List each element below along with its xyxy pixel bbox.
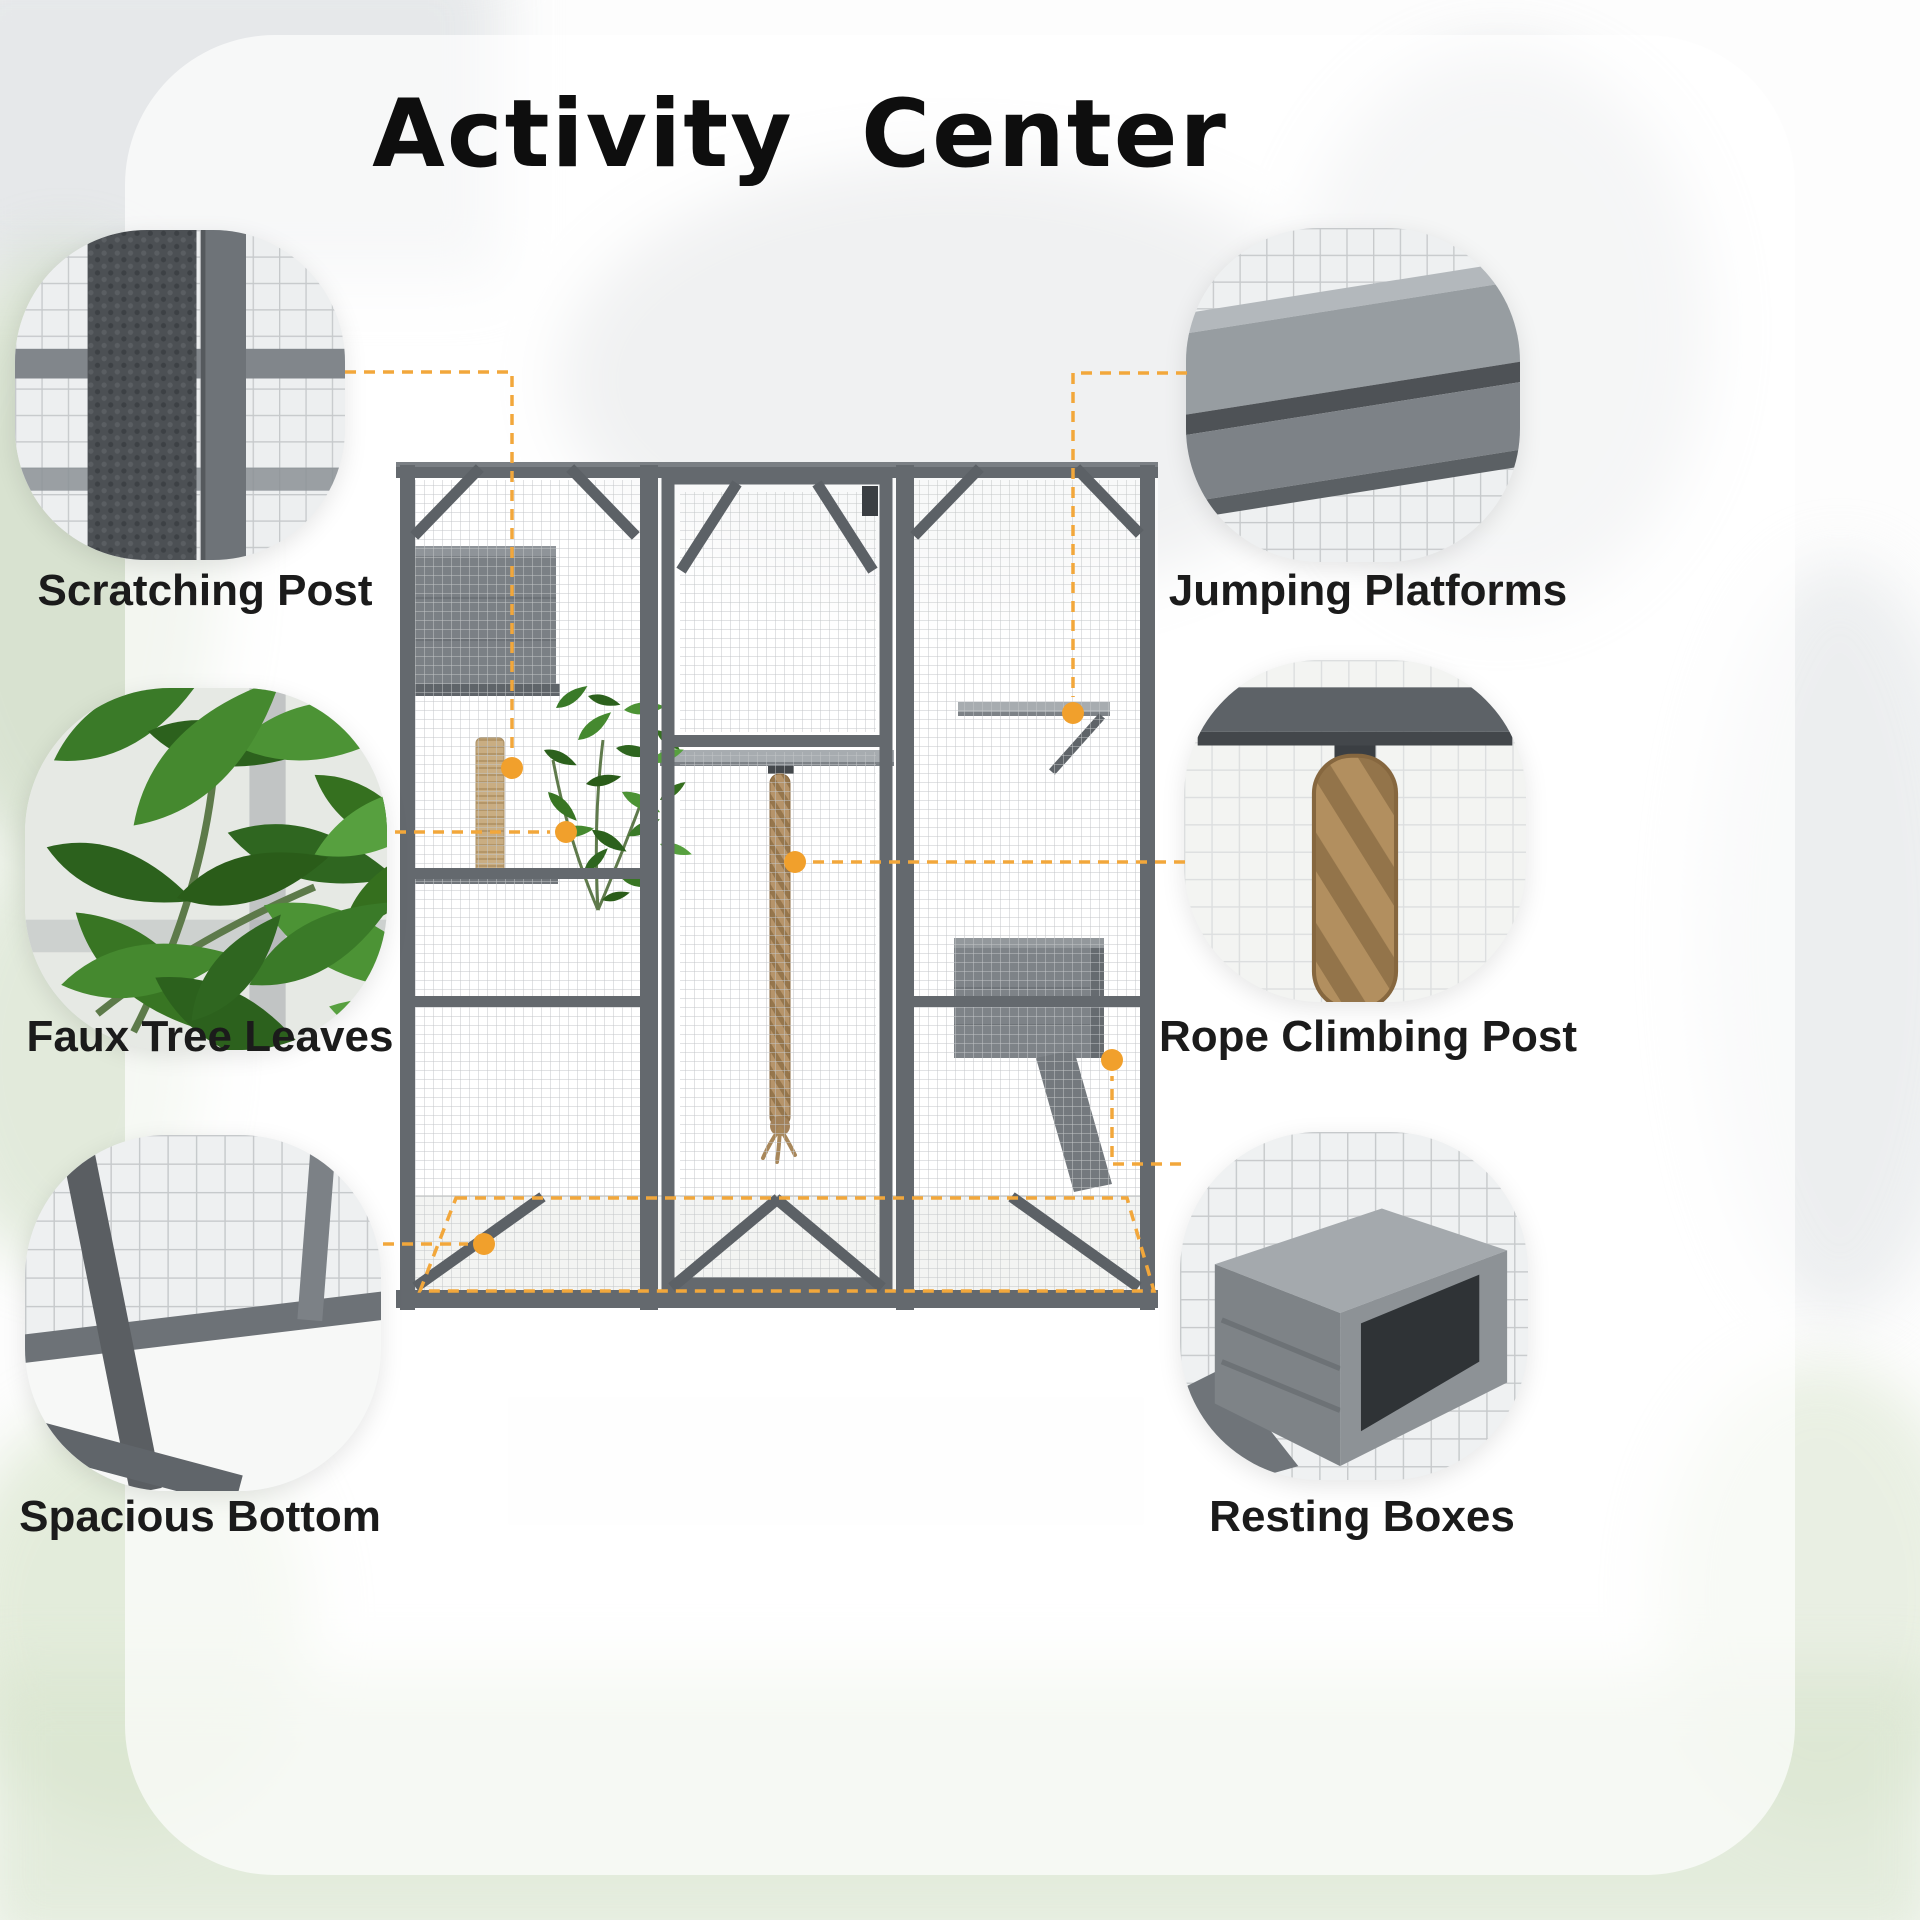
label-spacious-bottom: Spacious Bottom: [19, 1492, 381, 1541]
scratching-post-detail: [15, 230, 345, 560]
callout-resting-boxes-image: [1180, 1132, 1528, 1480]
faux-leaves-detail: [25, 688, 387, 1050]
label-faux-tree-leaves: Faux Tree Leaves: [26, 1012, 394, 1061]
rope-climbing-post-detail: [1184, 660, 1526, 1002]
callout-rope-climbing-post-image: [1184, 660, 1526, 1002]
label-scratching-post: Scratching Post: [37, 566, 373, 615]
page-title: Activity Center: [372, 80, 1228, 189]
spacious-bottom-detail: [25, 1135, 381, 1491]
resting-boxes-detail: [1180, 1132, 1528, 1480]
label-jumping-platforms: Jumping Platforms: [1168, 566, 1568, 615]
label-rope-climbing-post: Rope Climbing Post: [1159, 1012, 1577, 1061]
callout-faux-tree-leaves-image: [25, 688, 387, 1050]
callout-jumping-platforms-image: [1186, 228, 1520, 562]
callout-scratching-post-image: [15, 230, 345, 560]
callout-spacious-bottom-image: [25, 1135, 381, 1491]
label-resting-boxes: Resting Boxes: [1209, 1492, 1515, 1541]
jumping-platforms-detail: [1186, 228, 1520, 562]
catio-product-image: [396, 462, 1158, 1310]
